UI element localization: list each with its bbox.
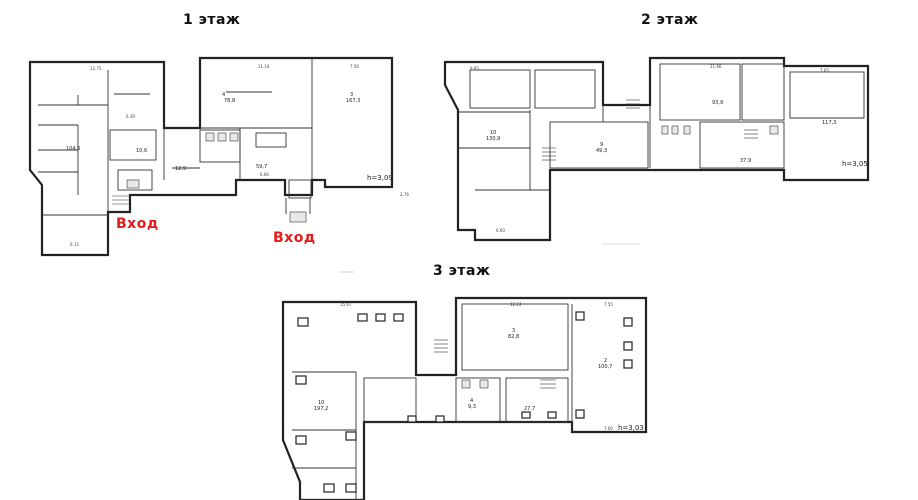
floor-1-height: h=3,09 [367, 174, 393, 182]
floor-1-plan: 4 78,8 3 167,3 104,6 10,6 12,9 59,7 12.7… [28, 56, 409, 257]
entrance-label-left: Вход [116, 216, 159, 232]
svg-text:3: 3 [512, 328, 515, 334]
floor-2-height: h=3,05 [842, 160, 868, 168]
svg-text:11.16: 11.16 [258, 64, 270, 69]
svg-text:3: 3 [350, 92, 353, 98]
svg-text:4: 4 [222, 92, 225, 98]
svg-text:11.66: 11.66 [710, 64, 722, 69]
svg-text:167,3: 167,3 [346, 98, 360, 104]
svg-text:6.66: 6.66 [260, 172, 269, 177]
svg-text:7.60: 7.60 [604, 426, 613, 431]
svg-text:15.67: 15.67 [340, 302, 352, 307]
svg-text:49,3: 49,3 [596, 148, 607, 154]
svg-text:82,8: 82,8 [508, 334, 519, 340]
svg-text:10: 10 [490, 130, 496, 136]
svg-text:78,8: 78,8 [224, 98, 235, 104]
svg-text:27,7: 27,7 [524, 406, 535, 412]
floor-1-title: 1 этаж [183, 12, 241, 28]
svg-text:117,3: 117,3 [822, 120, 836, 126]
floor-2-title: 2 этаж [641, 12, 699, 28]
floor-2-plan: 10 130,9 9 49,3 93,9 37,9 117,3 9.85 11.… [443, 56, 870, 242]
svg-text:59,7: 59,7 [256, 164, 267, 170]
svg-text:37,9: 37,9 [740, 158, 751, 164]
floor-3-title: 3 этаж [433, 263, 491, 279]
svg-text:6.60: 6.60 [496, 228, 505, 233]
svg-text:9: 9 [600, 142, 603, 148]
floor-3-height: h=3,03 [618, 424, 644, 432]
svg-text:9,3: 9,3 [468, 404, 476, 410]
svg-text:12.24: 12.24 [510, 302, 522, 307]
svg-text:93,9: 93,9 [712, 100, 723, 106]
floor-3-plan: 3 82,8 2 100,7 10 197,2 4 9,3 27,7 15.67… [281, 296, 648, 500]
svg-text:4: 4 [470, 398, 473, 404]
svg-text:2,76: 2,76 [400, 192, 409, 197]
svg-text:7.55: 7.55 [604, 302, 613, 307]
svg-text:104,6: 104,6 [66, 146, 80, 152]
svg-text:12.75: 12.75 [90, 66, 102, 71]
svg-text:197,2: 197,2 [314, 406, 328, 412]
svg-text:12,9: 12,9 [175, 166, 186, 172]
svg-text:7.65: 7.65 [820, 68, 829, 73]
svg-text:9.85: 9.85 [470, 66, 479, 71]
svg-text:130,9: 130,9 [486, 136, 500, 142]
svg-text:2: 2 [604, 358, 607, 364]
svg-text:6.15: 6.15 [70, 242, 79, 247]
svg-text:6.39: 6.39 [126, 114, 135, 119]
entrance-label-right: Вход [273, 230, 316, 246]
svg-text:7.56: 7.56 [350, 64, 359, 69]
svg-text:10: 10 [318, 400, 324, 406]
svg-text:10,6: 10,6 [136, 148, 147, 154]
svg-text:100,7: 100,7 [598, 364, 612, 370]
